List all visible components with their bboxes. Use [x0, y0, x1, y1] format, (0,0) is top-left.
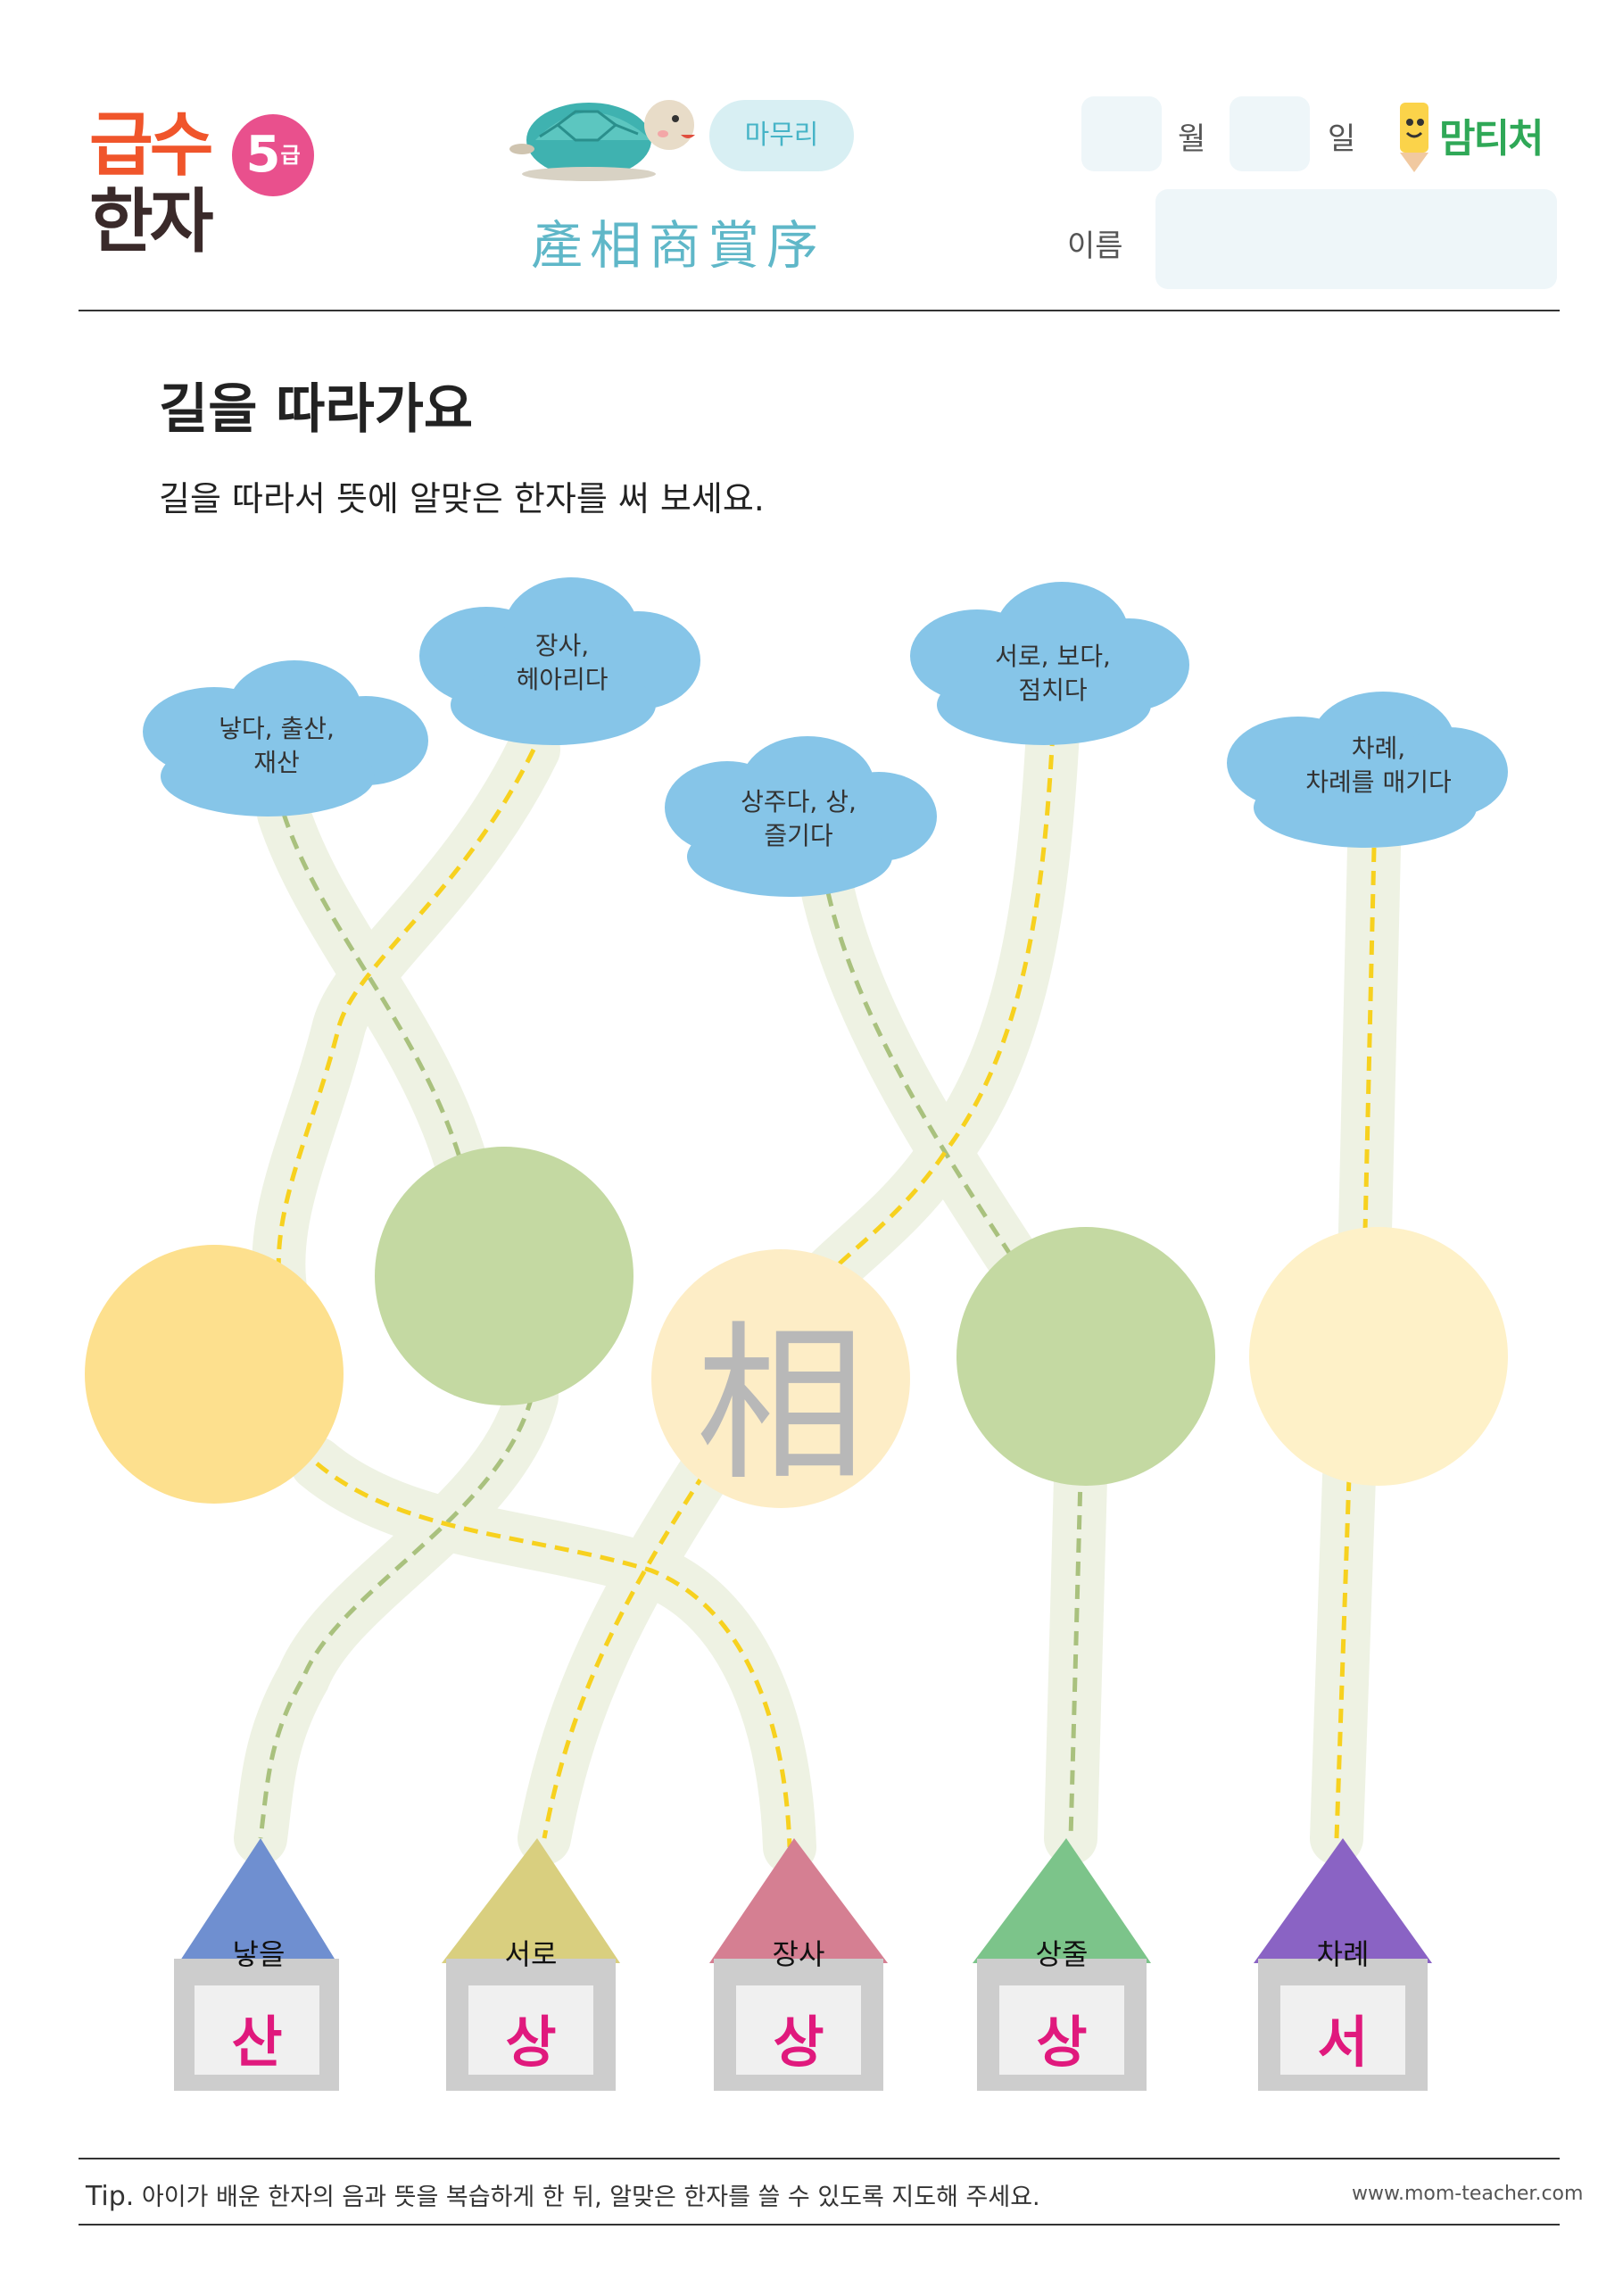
day-input[interactable] — [1230, 96, 1310, 171]
lesson-hanja-list: 產相商賞序 — [531, 215, 826, 276]
answer-circle-2[interactable] — [375, 1147, 633, 1405]
logo-text: 급수 한자 — [89, 105, 214, 262]
dash-circle5-house5 — [1334, 1476, 1352, 1839]
cloud-4-meaning: 서로, 보다, 점치다 — [995, 642, 1111, 705]
dash-circle3-house2 — [542, 1471, 708, 1839]
house-2-reading: 상 — [505, 2010, 557, 2075]
house-window — [736, 1985, 861, 2075]
name-label: 이름 — [1067, 228, 1123, 264]
cloud-4 — [910, 582, 1189, 745]
cloud-1-meaning: 낳다, 출산, 재산 — [219, 714, 335, 777]
dash-cloud2-circle1 — [276, 748, 536, 1295]
houses — [174, 1838, 1432, 2091]
dash-circle2-house1 — [258, 1396, 534, 1839]
house-5-meaning: 차례 — [1316, 1937, 1370, 1971]
grade-number: 5 — [245, 126, 281, 184]
logo-line-2: 한자 — [89, 182, 214, 262]
cloud-2-meaning: 장사, 헤아리다 — [516, 631, 609, 694]
house-1 — [174, 1838, 339, 2091]
house-roof — [442, 1838, 620, 1963]
dashed-guides — [258, 731, 1377, 1848]
house-3-meaning: 장사 — [772, 1937, 825, 1971]
house-window — [195, 1985, 319, 2075]
dash-circle1-house3 — [315, 1462, 792, 1848]
answer-circle-1[interactable] — [85, 1245, 344, 1504]
clouds — [143, 577, 1508, 897]
dash-circle4-house4 — [1068, 1445, 1084, 1839]
dash-cloud3-circle4 — [825, 891, 1015, 1260]
hanja-circles — [85, 1147, 1508, 1508]
house-4-meaning: 상줄 — [1035, 1937, 1089, 1971]
logo-line-1: 급수 — [89, 105, 214, 186]
house-roof — [709, 1838, 888, 1963]
page-title: 길을 따라가요 — [159, 378, 474, 441]
house-4-reading: 상 — [1036, 2010, 1088, 2075]
example-hanja: 相 — [695, 1306, 865, 1504]
day-label: 일 — [1328, 121, 1356, 157]
month-input[interactable] — [1081, 96, 1162, 171]
house-1-meaning: 낳을 — [232, 1937, 286, 1971]
house-2-meaning: 서로 — [504, 1937, 558, 1971]
house-window — [1280, 1985, 1405, 2075]
cloud-3 — [665, 736, 937, 897]
grade-badge: 5급 — [232, 114, 314, 196]
answer-circle-4[interactable] — [956, 1227, 1215, 1486]
turtle-icon — [509, 100, 695, 181]
house-5 — [1254, 1838, 1432, 2091]
pencil-mascot-icon — [1400, 103, 1428, 172]
house-roof — [1254, 1838, 1432, 1963]
cloud-2 — [419, 577, 700, 745]
tip-text: Tip. 아이가 배운 한자의 음과 뜻을 복습하게 한 뒤, 알맞은 한자를 … — [86, 2177, 1040, 2212]
house-roof — [973, 1838, 1151, 1963]
grade-suffix: 급 — [280, 143, 301, 168]
dash-cloud5-circle5 — [1362, 847, 1377, 1232]
house-window — [999, 1985, 1124, 2075]
house-3 — [709, 1838, 888, 2091]
tip-body: 아이가 배운 한자의 음과 뜻을 복습하게 한 뒤, 알맞은 한자를 쓸 수 있… — [141, 2184, 1040, 2211]
stage-badge: 마무리 — [709, 100, 854, 171]
instruction-text: 길을 따라서 뜻에 알맞은 한자를 써 보세요. — [159, 479, 765, 518]
cloud-3-meaning: 상주다, 상, 즐기다 — [741, 787, 857, 850]
house-roof — [178, 1838, 337, 1963]
house-2 — [442, 1838, 620, 2091]
cloud-1 — [143, 660, 428, 816]
brand-logo: 맘티처 — [1387, 94, 1557, 174]
answer-circle-5[interactable] — [1249, 1227, 1508, 1486]
bottom-divider — [79, 2224, 1560, 2226]
cloud-5 — [1227, 692, 1508, 848]
series-logo: 급수 한자 5급 — [89, 107, 321, 294]
cloud-5-meaning: 차례, 차례를 매기다 — [1305, 734, 1452, 797]
house-window — [468, 1985, 593, 2075]
header-divider — [79, 310, 1560, 311]
brand-name: 맘티처 — [1439, 116, 1544, 162]
name-input[interactable] — [1155, 189, 1557, 289]
month-label: 월 — [1178, 121, 1206, 157]
tip-prefix: Tip. — [86, 2181, 135, 2212]
house-4 — [973, 1838, 1151, 2091]
dash-cloud1-circle2 — [281, 813, 463, 1161]
house-3-reading: 상 — [773, 2010, 824, 2075]
house-1-reading: 산 — [231, 2010, 283, 2075]
answer-circle-3[interactable] — [651, 1249, 910, 1508]
house-5-reading: 서 — [1317, 2010, 1369, 2075]
footer-divider — [79, 2158, 1560, 2159]
website-url: www.mom-teacher.com — [1352, 2183, 1584, 2205]
dash-cloud4-circle3 — [805, 731, 1056, 1304]
